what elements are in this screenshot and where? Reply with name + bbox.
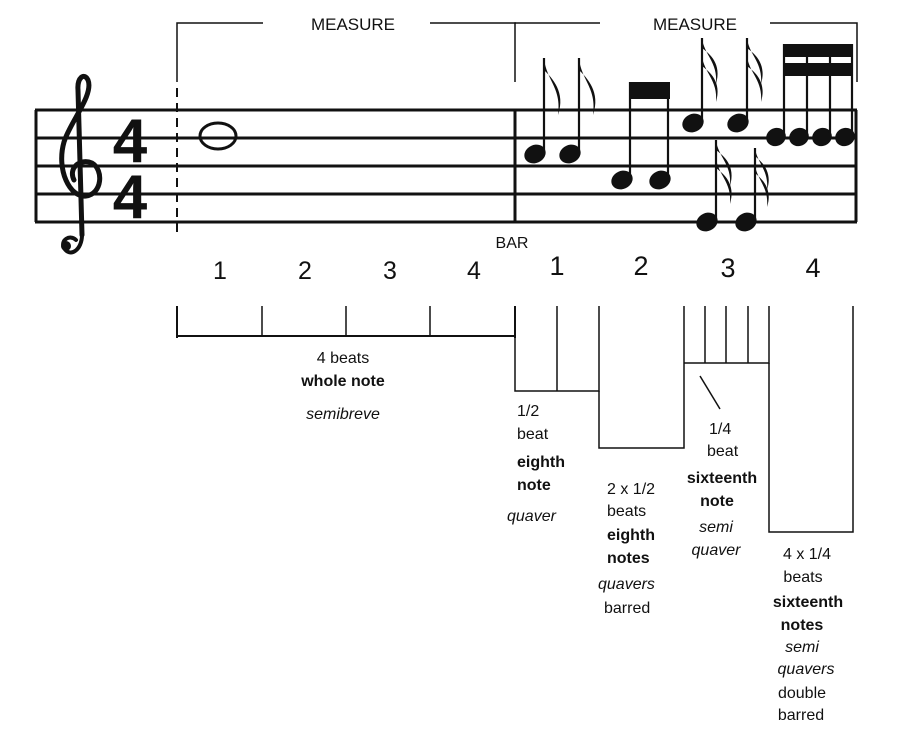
barred-eighth-name: eighth bbox=[607, 527, 655, 544]
measure-bracket-right bbox=[514, 22, 858, 82]
sixteenth-note-beats: 1/4 bbox=[709, 421, 731, 438]
barred-eighth-beats: 2 x 1/2 bbox=[607, 481, 655, 498]
double-barred-sixteenth-notes-icon bbox=[766, 44, 855, 147]
measure-label-left: MEASURE bbox=[311, 15, 395, 34]
barred-eighth-extra: barred bbox=[604, 600, 650, 617]
whole-note-name: whole note bbox=[300, 373, 385, 390]
beat-count: 4 bbox=[467, 257, 481, 285]
barred-eighth-notes-icon bbox=[611, 82, 671, 190]
eighth-note-icon bbox=[559, 58, 596, 164]
whole-note-duration-bracket bbox=[176, 306, 516, 338]
eighth-note-description: 1/2 beat eighth note quaver bbox=[507, 403, 565, 525]
sixteenth-note-duration-bracket bbox=[684, 306, 770, 410]
barred-sixteenth-alt-name: semi bbox=[785, 639, 819, 656]
eighth-note-alt-name: quaver bbox=[507, 508, 557, 525]
barred-sixteenth-description: 4 x 1/4 beats sixteenth notes semi quave… bbox=[773, 546, 843, 724]
measure-label-right: MEASURE bbox=[653, 15, 737, 34]
beat-count: 2 bbox=[298, 257, 312, 285]
whole-note-alt-name: semibreve bbox=[306, 406, 380, 423]
beat-count: 2 bbox=[633, 251, 648, 281]
eighth-note-beats: beat bbox=[517, 426, 549, 443]
barred-eighth-name: notes bbox=[607, 550, 650, 567]
beat-count: 3 bbox=[720, 253, 735, 283]
barred-sixteenth-beats: 4 x 1/4 bbox=[783, 546, 831, 563]
sixteenth-note-description: 1/4 beat sixteenth note semi quaver bbox=[687, 421, 757, 559]
staff bbox=[34, 108, 858, 224]
eighth-note-duration-bracket bbox=[514, 306, 600, 392]
whole-note-description: 4 beats whole note semibreve bbox=[300, 350, 385, 423]
barred-sixteenth-name: notes bbox=[781, 617, 824, 634]
barred-sixteenth-beats: beats bbox=[783, 569, 822, 586]
barred-sixteenth-duration-bracket bbox=[768, 306, 854, 533]
barred-sixteenth-extra: barred bbox=[778, 707, 824, 724]
sixteenth-note-alt-name: semi bbox=[699, 519, 733, 536]
sixteenth-note-name: note bbox=[700, 493, 734, 510]
sixteenth-note-alt-name: quaver bbox=[692, 542, 742, 559]
beat-counts-first-measure: 1 2 3 4 bbox=[213, 257, 481, 285]
eighth-note-icon bbox=[524, 58, 561, 164]
beat-count: 4 bbox=[805, 253, 820, 283]
beat-count: 1 bbox=[549, 251, 564, 281]
eighth-note-name: eighth bbox=[517, 454, 565, 471]
time-signature-bottom: 4 bbox=[113, 163, 148, 232]
sixteenth-note-icon bbox=[727, 38, 763, 133]
whole-note-icon bbox=[198, 121, 238, 151]
barred-eighth-duration-bracket bbox=[598, 306, 685, 449]
beat-counts-second-measure: 1 2 3 4 bbox=[549, 251, 820, 283]
treble-clef-icon bbox=[59, 73, 103, 255]
beat-count: 1 bbox=[213, 257, 227, 285]
sixteenth-note-icon bbox=[696, 140, 732, 232]
eighth-note-beats: 1/2 bbox=[517, 403, 539, 420]
barred-eighth-description: 2 x 1/2 beats eighth notes quavers barre… bbox=[598, 481, 655, 617]
sixteenth-note-icon bbox=[682, 38, 718, 133]
sixteenth-note-name: sixteenth bbox=[687, 470, 757, 487]
whole-note-beats: 4 beats bbox=[317, 350, 369, 367]
bar-label: BAR bbox=[496, 235, 529, 252]
time-signature-top: 4 bbox=[113, 107, 148, 176]
sixteenth-note-icon bbox=[735, 148, 769, 232]
barred-eighth-alt-name: quavers bbox=[598, 576, 655, 593]
sixteenth-note-beats: beat bbox=[707, 443, 739, 460]
barred-sixteenth-alt-name: quavers bbox=[778, 661, 835, 678]
barred-eighth-beats: beats bbox=[607, 503, 646, 520]
barred-sixteenth-extra: double bbox=[778, 685, 826, 702]
beat-count: 3 bbox=[383, 257, 397, 285]
eighth-note-name: note bbox=[517, 477, 551, 494]
barred-sixteenth-name: sixteenth bbox=[773, 594, 843, 611]
